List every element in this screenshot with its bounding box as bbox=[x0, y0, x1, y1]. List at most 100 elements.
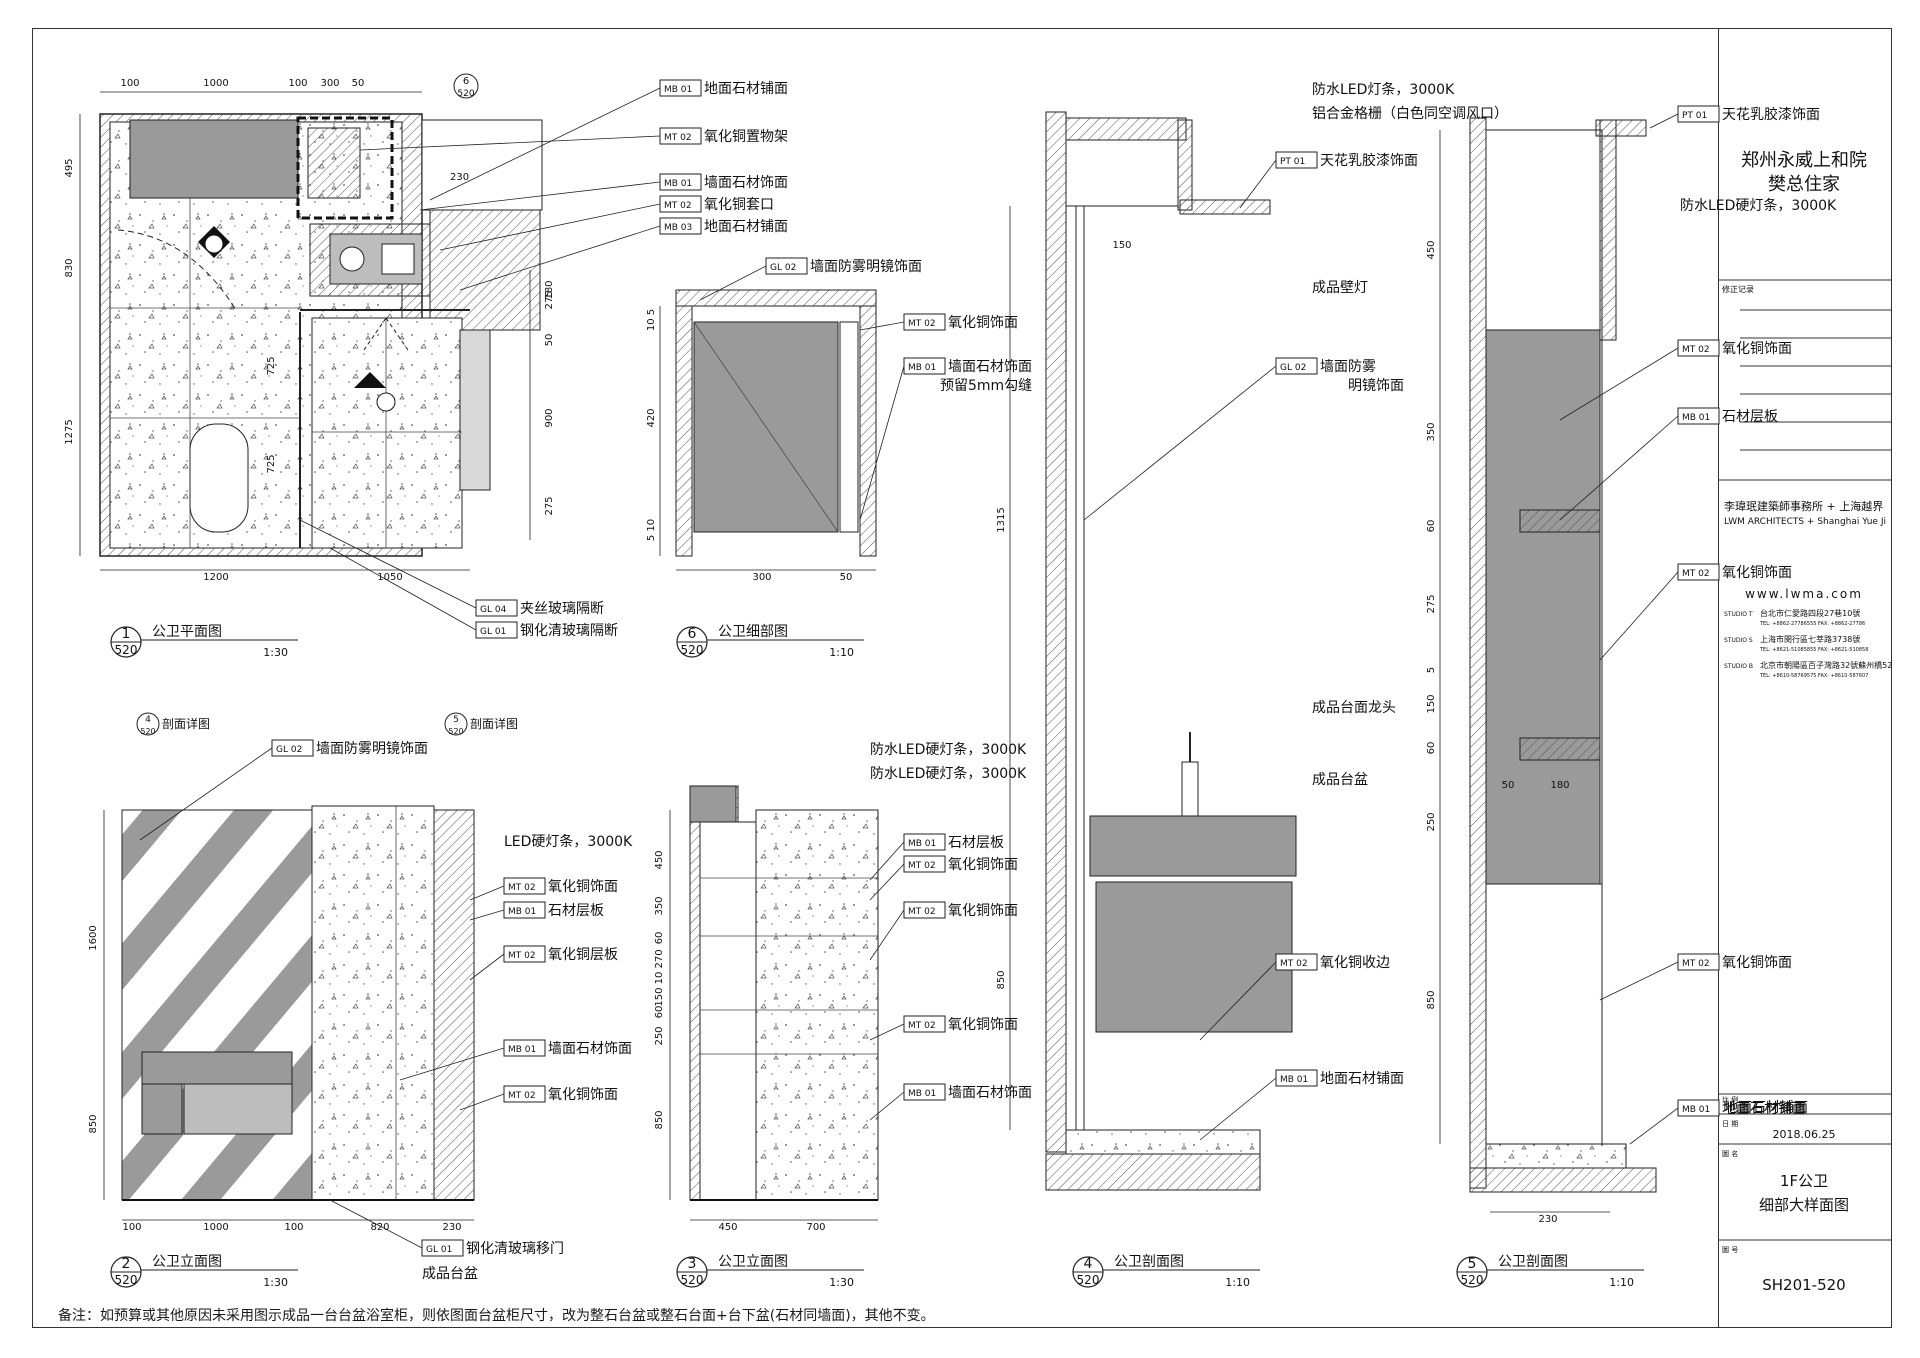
elevation-3-view bbox=[669, 785, 879, 1221]
plan-tag-wire-glass-leader bbox=[299, 519, 477, 609]
elev2-dim-bottom-3: 820 bbox=[370, 1222, 389, 1233]
plan-dim-top-4: 50 bbox=[352, 78, 365, 89]
plan-tag-wall-code: MB 01 bbox=[664, 179, 692, 189]
view-6-title-number: 6 bbox=[688, 626, 697, 642]
elev2-tag-copper-shelf-leader bbox=[469, 953, 505, 981]
elev3-dim-left-1: 350 bbox=[654, 896, 665, 915]
sec5-dim-left-4: 5 bbox=[1426, 667, 1437, 673]
studio-name-1: STUDIO S bbox=[1724, 637, 1753, 644]
elev3-tag-copper3-code: MT 02 bbox=[908, 1021, 936, 1031]
plan-dim-left-0: 495 bbox=[64, 158, 75, 177]
elev3-tag-copper3-leader bbox=[869, 1023, 905, 1041]
sec4-dim-150: 150 bbox=[1112, 240, 1131, 251]
plan-tag-floor-text: 地面石材铺面 bbox=[704, 81, 788, 97]
view-1-title-number: 1 bbox=[122, 626, 131, 642]
elev2-dim-bottom-1: 1000 bbox=[203, 1222, 228, 1233]
detail6-tag-mirror-text: 墙面防雾明镜饰面 bbox=[810, 259, 922, 275]
firm-website: www.lwma.com bbox=[1745, 587, 1863, 601]
view-4-title-sheet: 520 bbox=[1077, 1273, 1100, 1287]
project-name: 郑州永威上和院 bbox=[1741, 150, 1867, 171]
plan-view bbox=[79, 91, 543, 571]
sec4-tag-floor-leader bbox=[1199, 1077, 1277, 1141]
date-value: 2018.06.25 bbox=[1773, 1128, 1836, 1141]
plan-dim-inner-0: 725 bbox=[266, 356, 277, 375]
view-5-title-sheet: 520 bbox=[1461, 1273, 1484, 1287]
studio-tel-0: TEL: +8862-27786555 FAX: +8862-27786 bbox=[1759, 621, 1865, 627]
elev2-callout-num-0: 4 bbox=[145, 715, 151, 725]
plan-tag-wire-glass-code: GL 04 bbox=[480, 605, 507, 615]
elev3-dim-left-0: 450 bbox=[654, 850, 665, 869]
sec5-tag-floor-text: 地面石材铺面 bbox=[1722, 1101, 1806, 1117]
elevation-2-view bbox=[103, 805, 475, 1221]
view-6-title-title: 公卫细部图 bbox=[718, 624, 788, 640]
elev3-dim-left-6: 850 bbox=[654, 1110, 665, 1129]
elev2-dim-bottom-2: 100 bbox=[284, 1222, 303, 1233]
elev2-basin-text: 成品台盆 bbox=[422, 1266, 478, 1282]
sec5-tag-floor-leader bbox=[1629, 1107, 1679, 1145]
elev2-callout-1 bbox=[444, 712, 468, 736]
drawing-no: SH201-520 bbox=[1762, 1276, 1845, 1294]
sec5-tag-shelf-leader bbox=[1559, 415, 1679, 521]
drawing-no-label: 圖 号 bbox=[1722, 1246, 1738, 1254]
elev3-tag-copper1-leader bbox=[869, 863, 905, 901]
sec4-tag-mirror-code: GL 02 bbox=[1280, 363, 1306, 373]
plan-tag-wall-leader bbox=[419, 181, 661, 211]
copper-column bbox=[1485, 329, 1601, 885]
elev2-tag-door-leader bbox=[329, 1199, 423, 1249]
elev2-tag-door-text: 钢化清玻璃移门 bbox=[466, 1240, 564, 1257]
plan-tag-floor-code: MB 01 bbox=[664, 85, 692, 95]
detail6-dim-bottom-0: 300 bbox=[752, 572, 771, 583]
elev2-tag-mirror-code: GL 02 bbox=[276, 745, 302, 755]
studio-addr-0: 台北市仁愛路四段27巷10號 bbox=[1760, 608, 1860, 618]
elev3-dim-left-2: 60 bbox=[654, 932, 665, 945]
plan-tag-floor-leader bbox=[429, 87, 661, 201]
sec5-tag-copper3-leader bbox=[1599, 961, 1679, 1001]
sec5-dim-inner-1: 180 bbox=[1550, 780, 1569, 791]
elev2-tag-mirror-leader bbox=[139, 747, 273, 841]
vanity-counter bbox=[141, 1051, 293, 1085]
plan-tag-floor2-code: MB 03 bbox=[664, 223, 692, 233]
detail6-tag-stone-text: 墙面石材饰面 bbox=[948, 359, 1032, 375]
elev3-tag-stone-leader bbox=[869, 1091, 905, 1121]
plan-callout-6-sheet: 520 bbox=[457, 89, 474, 99]
scale-value: 地面石材铺面 bbox=[1724, 1100, 1808, 1116]
sec4-dim-left-0: 1315 bbox=[996, 507, 1007, 532]
elev2-dim-bottom-0: 100 bbox=[122, 1222, 141, 1233]
elev3-dim-bottom-0: 450 bbox=[718, 1222, 737, 1233]
view-3-title-title: 公卫立面图 bbox=[718, 1254, 788, 1270]
plan-callout-6 bbox=[453, 73, 479, 99]
elev2-callout-0 bbox=[136, 712, 160, 736]
sec4-tag-floor-code: MB 01 bbox=[1280, 1075, 1308, 1085]
detail6-tag-copper-code: MT 02 bbox=[908, 319, 936, 329]
elev3-tag-shelf-code: MB 01 bbox=[908, 839, 936, 849]
plan-dim-bottom-1: 1050 bbox=[377, 572, 402, 583]
view-5-title-number: 5 bbox=[1468, 1256, 1477, 1272]
elev2-callout-text-1: 剖面详图 bbox=[470, 716, 518, 731]
sec4-mirror-2: 明镜饰面 bbox=[1348, 378, 1404, 394]
plan-dim-right-0: 180 bbox=[544, 280, 555, 299]
sec5-tag-copper3-text: 氧化铜饰面 bbox=[1722, 955, 1792, 971]
elev3-tag-copper2-leader bbox=[869, 909, 905, 961]
elev2-tag-copper-leader bbox=[469, 885, 505, 901]
plan-dim-inner-1: 725 bbox=[266, 454, 277, 473]
plan-tag-trim-leader bbox=[439, 203, 661, 251]
plan-dim-left-1: 830 bbox=[64, 258, 75, 277]
plan-dim-bottom-0: 1200 bbox=[203, 572, 228, 583]
drawing-name-label: 圖 名 bbox=[1722, 1149, 1738, 1158]
view-1-title-scale: 1:30 bbox=[263, 646, 288, 659]
detail6-dim-left-0: 10 5 bbox=[646, 309, 657, 331]
elev3-tag-copper1-text: 氧化铜饰面 bbox=[948, 857, 1018, 873]
firm-name-en: LWM ARCHITECTS + Shanghai Yue Ji bbox=[1724, 517, 1886, 527]
sec5-led: 防水LED硬灯条，3000K bbox=[1680, 197, 1837, 214]
bathtub-niche bbox=[129, 119, 299, 199]
sec4-tag-floor-text: 地面石材铺面 bbox=[1320, 1071, 1404, 1087]
detail6-tag-mirror-leader bbox=[699, 265, 767, 301]
sec5-dim-left-6: 60 bbox=[1426, 742, 1437, 755]
detail-6-marker bbox=[296, 116, 394, 220]
plan-tag-wall-text: 墙面石材饰面 bbox=[704, 175, 788, 191]
elev2-tag-shelf-code: MB 01 bbox=[508, 907, 536, 917]
elev2-callout-sheet-1: 520 bbox=[448, 727, 463, 736]
view-2-title-scale: 1:30 bbox=[263, 1276, 288, 1289]
